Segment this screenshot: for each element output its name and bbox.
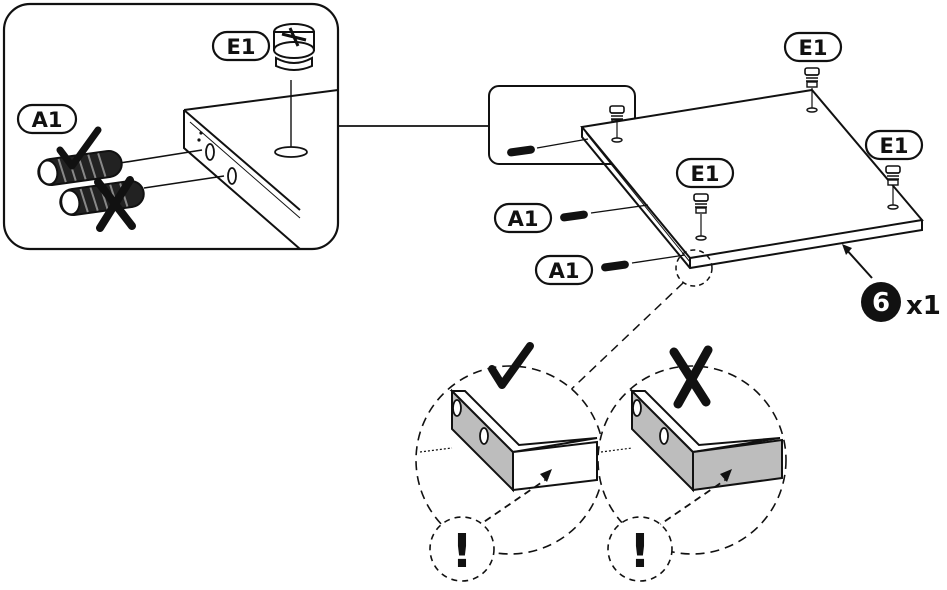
panel-number-badge: 6 [861, 282, 901, 322]
check-mark-icon [488, 342, 534, 389]
attention-icon: ! [630, 524, 651, 578]
pointer-line [844, 247, 873, 279]
svg-text:E1: E1 [799, 36, 828, 60]
cam-lock-icon [885, 165, 901, 186]
cross-mark-icon [94, 176, 136, 232]
svg-text:E1: E1 [691, 162, 720, 186]
label-a1-left: A1 [16, 103, 78, 135]
check-mark-icon [56, 126, 102, 170]
label-e1-front: E1 [675, 157, 735, 189]
svg-text:A1: A1 [508, 207, 539, 231]
attention-icon: ! [452, 524, 473, 578]
quantity-label: x1 [906, 291, 941, 321]
svg-text:A1: A1 [549, 259, 580, 283]
dowel-icon [559, 210, 589, 222]
attention-circle [607, 516, 673, 582]
svg-text:E1: E1 [227, 35, 256, 59]
svg-text:A1: A1 [32, 108, 63, 132]
label-e1-right: E1 [864, 129, 924, 161]
cross-mark-icon [669, 345, 713, 409]
cam-lock-icon [804, 67, 820, 88]
label-a1-upper: A1 [493, 202, 553, 234]
zoom-circle [675, 249, 713, 287]
label-e1-top: E1 [783, 31, 843, 63]
cam-lock-icon [693, 193, 709, 214]
zoom-leader-line [559, 282, 684, 401]
detail-box-left: A1 E1 [2, 2, 340, 251]
detail-correct: ! [415, 342, 605, 582]
cam-lock-icon [273, 23, 315, 71]
svg-text:6: 6 [872, 288, 890, 318]
attention-circle [429, 516, 495, 582]
panel-board [580, 88, 924, 270]
label-a1-lower: A1 [534, 254, 594, 286]
svg-text:E1: E1 [880, 134, 909, 158]
dowel-icon [600, 260, 630, 272]
detail-wrong: ! [597, 345, 787, 582]
label-e1-left: E1 [211, 30, 271, 62]
